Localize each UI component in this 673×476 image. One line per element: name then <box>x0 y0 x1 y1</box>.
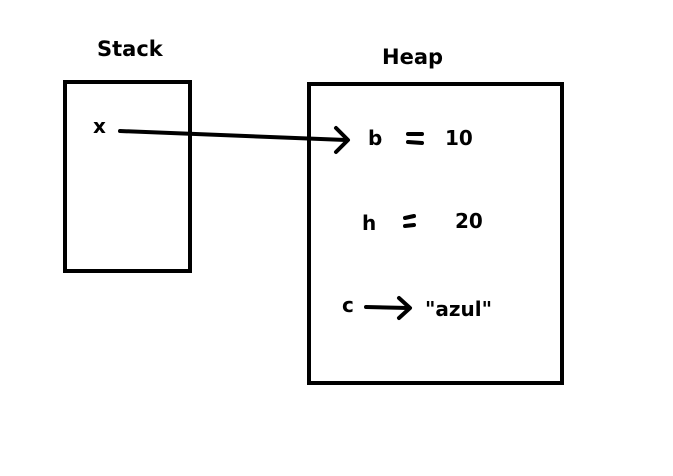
field-c-value: "azul" <box>425 297 493 321</box>
field-c-arrow <box>364 296 412 320</box>
heap-title: Heap <box>382 45 444 69</box>
reference-arrow <box>118 126 350 154</box>
field-b-name: b <box>368 126 383 150</box>
stack-title: Stack <box>97 37 163 61</box>
field-h-equals <box>403 214 416 228</box>
field-b-equals <box>406 132 424 145</box>
field-h-name: h <box>362 211 377 235</box>
field-b-value: 10 <box>445 126 473 150</box>
field-c-name: c <box>342 293 354 317</box>
stack-variable-x: x <box>93 114 106 138</box>
heap-box <box>307 82 564 385</box>
field-h-value: 20 <box>455 209 483 233</box>
stack-box <box>63 80 192 273</box>
